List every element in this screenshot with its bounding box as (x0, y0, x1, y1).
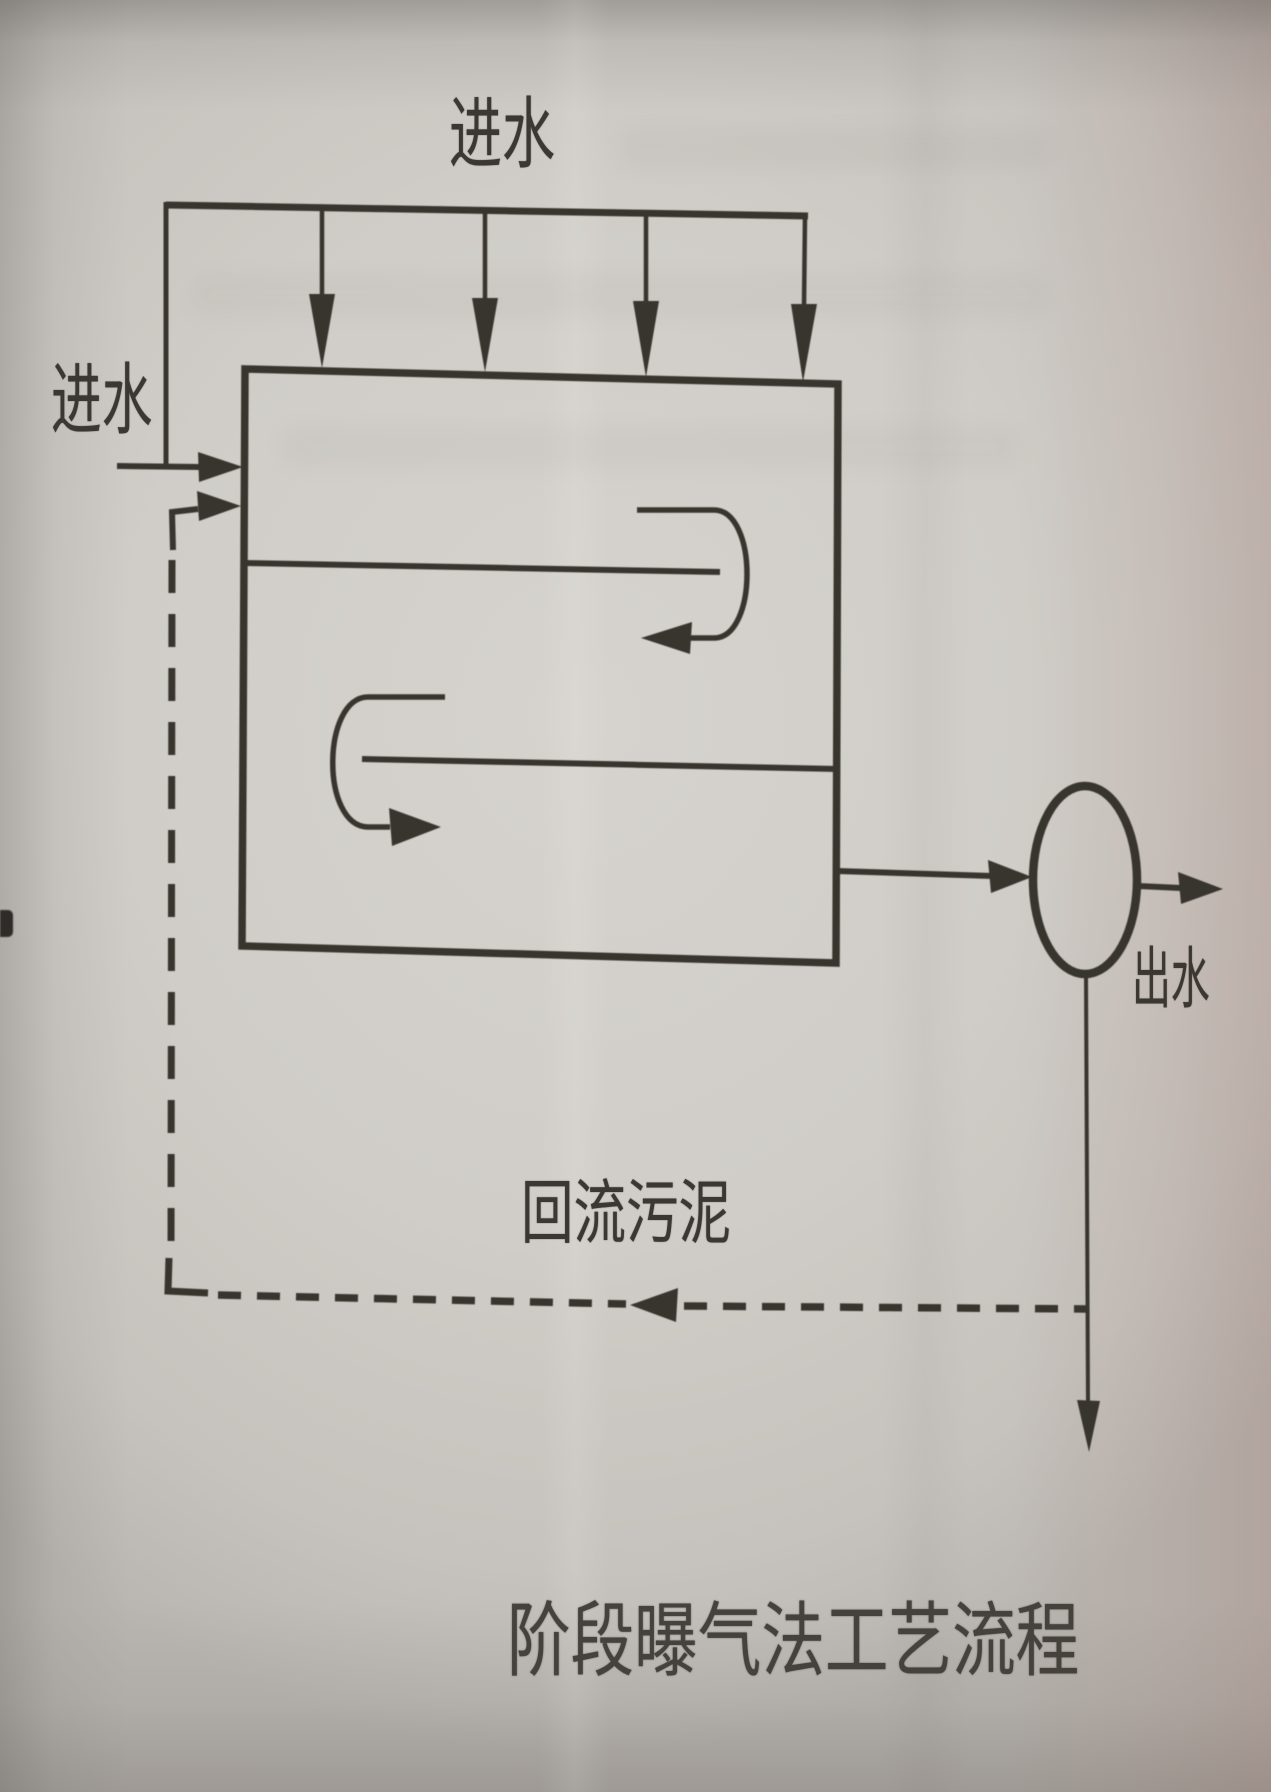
page-edge-mark (0, 910, 13, 937)
effluent-label: 出水 (1132, 943, 1210, 1017)
return-sludge-inlet-arrow (168, 491, 241, 551)
influent-top-label: 进水 (449, 91, 556, 178)
down-arrowhead (309, 294, 817, 382)
influent-manifold (163, 201, 817, 467)
side-influent-arrow (116, 452, 243, 482)
waste-sludge-arrow (1077, 975, 1100, 1452)
tank-baffle-lower (361, 756, 838, 772)
tank-outlet-arrow (836, 860, 1032, 893)
tank-baffle-upper (244, 560, 721, 575)
flow-uturn-arrow-upper (637, 507, 750, 654)
influent-side-label: 进水 (51, 357, 153, 444)
effluent-arrow (1137, 872, 1223, 904)
flow-uturn-arrow-lower (330, 694, 445, 846)
return-sludge-dashed-line (164, 559, 1088, 1322)
return-sludge-label: 回流污泥 (521, 1176, 731, 1253)
clarifier-circle (1028, 781, 1142, 979)
diagram-caption: 阶段曝气法工艺流程 (507, 1597, 1080, 1687)
return-flow-arrowhead (630, 1288, 678, 1322)
aeration-tank (238, 365, 842, 967)
